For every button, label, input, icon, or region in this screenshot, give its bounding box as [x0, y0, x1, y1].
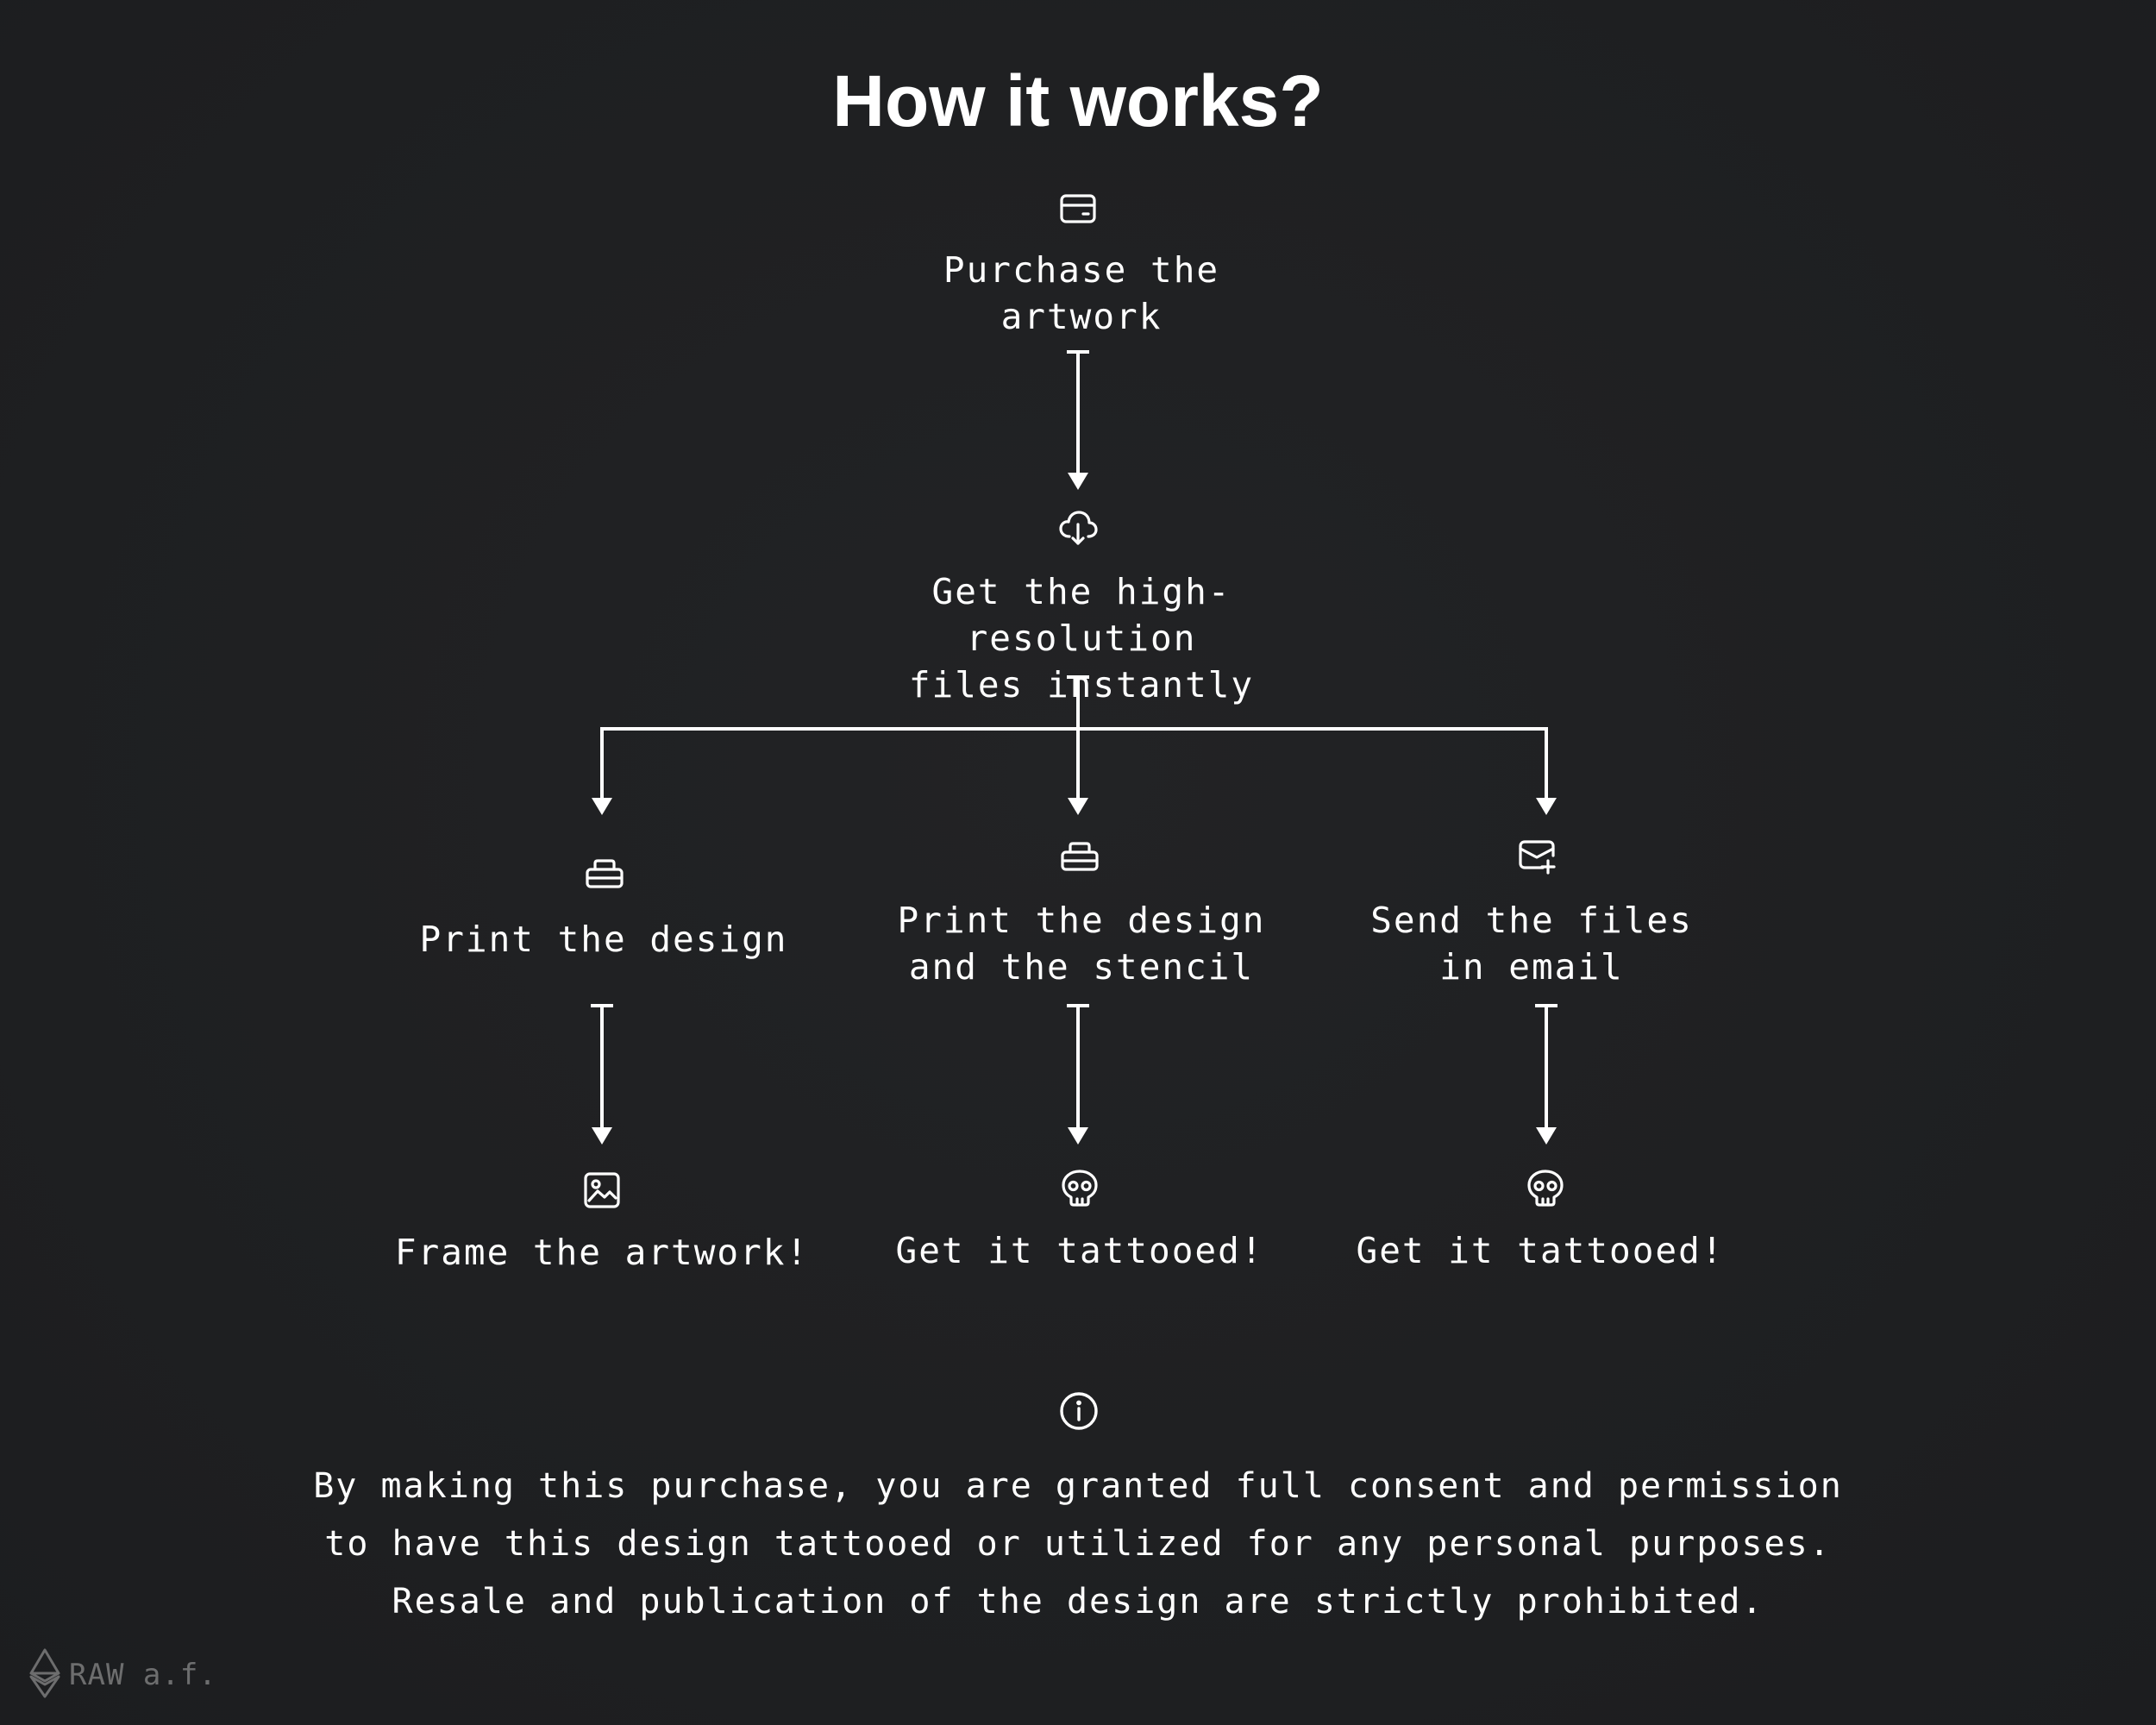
arrow-stencil-to-tattoo [1067, 1004, 1089, 1145]
step-tattoo-stencil-label: Get it tattooed! [895, 1230, 1264, 1271]
skull-icon [1059, 1168, 1100, 1209]
credit-card-icon [1057, 188, 1099, 229]
image-icon [581, 1170, 623, 1211]
printer-icon [584, 854, 625, 895]
info-icon [1058, 1390, 1100, 1432]
step-print-stencil-label: Print the design and the stencil [897, 900, 1266, 988]
email-add-icon [1516, 835, 1557, 876]
brand-watermark: RAW a.f. [29, 1648, 217, 1703]
ethereum-logo-icon [29, 1648, 60, 1703]
purchase-notice: By making this purchase, you are granted… [313, 1466, 1843, 1622]
step-send-email-label: Send the files in email [1370, 900, 1693, 988]
brand-name: RAW a.f. [69, 1658, 217, 1692]
arrow-print-to-frame [591, 1004, 613, 1145]
step-frame-label: Frame the artwork! [394, 1232, 810, 1273]
arrow-email-to-tattoo [1535, 1004, 1557, 1145]
step-download-label: Get the high-resolution files instantly [908, 571, 1255, 706]
step-purchase-label: Purchase the artwork [943, 249, 1220, 337]
arrow-download-branch [592, 675, 1557, 815]
page-title: How it works? [832, 60, 1324, 141]
step-tattoo-email-label: Get it tattooed! [1356, 1230, 1725, 1271]
printer-icon [1059, 837, 1100, 878]
cloud-download-icon [1057, 507, 1099, 549]
step-print-design-label: Print the design [419, 919, 788, 960]
arrow-purchase-to-download [1067, 350, 1089, 490]
skull-icon [1525, 1168, 1566, 1209]
